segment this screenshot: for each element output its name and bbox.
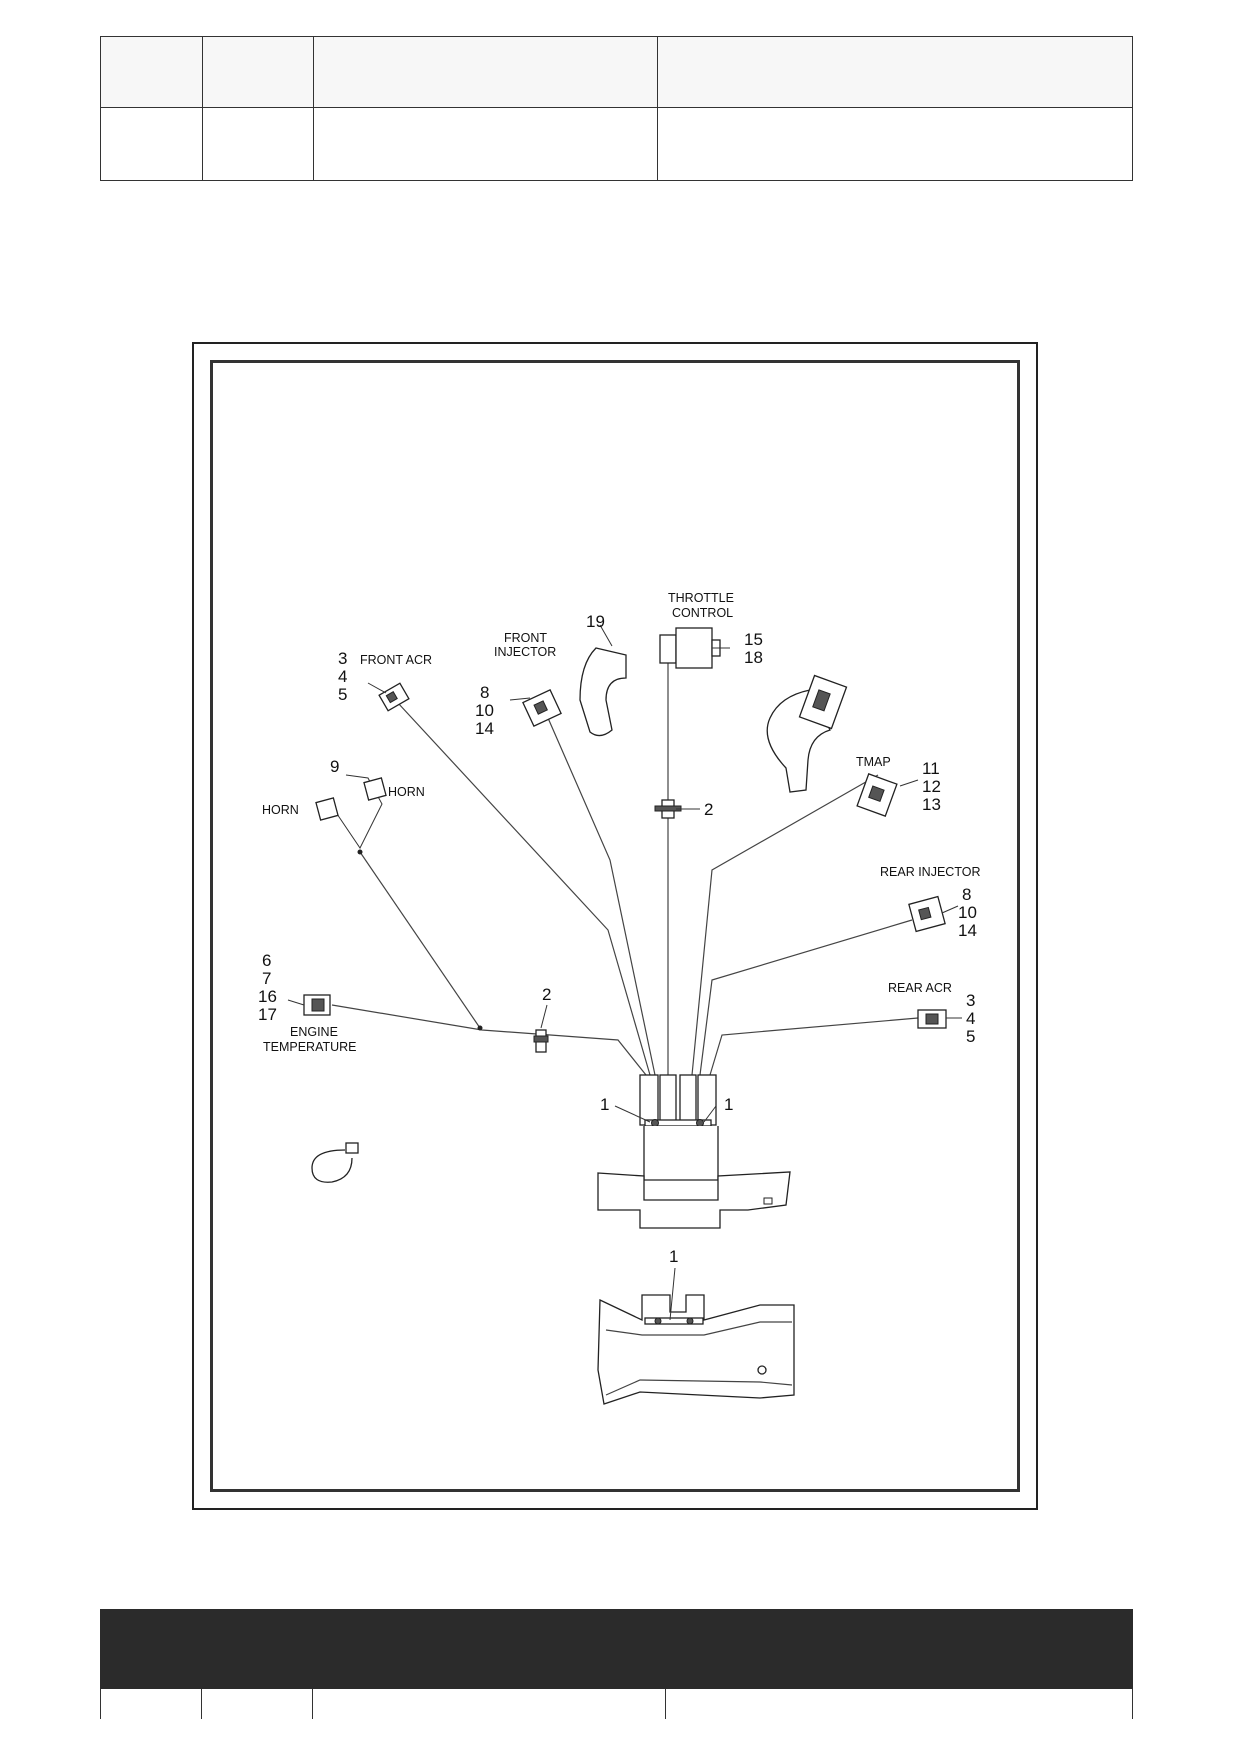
header-cell: [665, 1609, 1133, 1689]
header-cell: [312, 1609, 666, 1689]
table-cell: [202, 107, 314, 181]
table-row: [100, 107, 1133, 181]
figure-inner-border: [210, 360, 1020, 1492]
table-cell: [313, 107, 658, 181]
table-row: [100, 1688, 1133, 1719]
table-cell: [100, 1688, 202, 1719]
table-header-row: [100, 36, 1133, 108]
parts-table-bottom: [100, 1609, 1133, 1719]
header-cell: [201, 1609, 313, 1689]
table-header-row: [100, 1609, 1133, 1689]
header-cell: [313, 36, 658, 108]
header-cell: [657, 36, 1133, 108]
header-cell: [100, 1609, 202, 1689]
table-cell: [657, 107, 1133, 181]
header-cell: [202, 36, 314, 108]
header-cell: [100, 36, 203, 108]
table-cell: [665, 1688, 1133, 1719]
table-cell: [100, 107, 203, 181]
table-cell: [312, 1688, 666, 1719]
table-cell: [201, 1688, 313, 1719]
figure-frame: [192, 342, 1038, 1510]
parts-table-top: [100, 36, 1133, 181]
